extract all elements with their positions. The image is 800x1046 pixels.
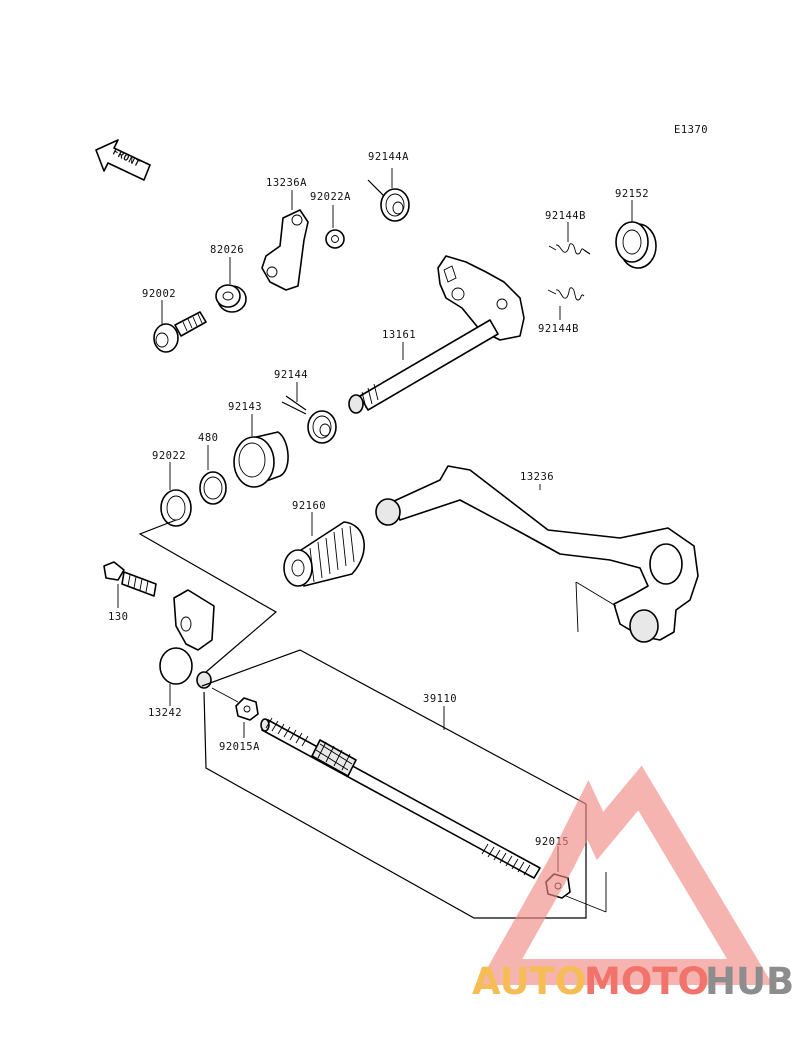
spring-92144B-bottom-icon <box>547 287 585 301</box>
front-arrow-icon: FRONT <box>95 139 151 181</box>
lever-13236A-icon <box>261 209 309 291</box>
rod-39110-icon <box>260 717 541 879</box>
label-92022: 92022 <box>152 450 186 462</box>
label-82026: 82026 <box>210 244 244 256</box>
collar-92143-icon <box>233 431 289 488</box>
label-92002: 92002 <box>142 288 176 300</box>
label-92144B-top: 92144B <box>545 210 586 222</box>
label-92143: 92143 <box>228 401 262 413</box>
spring-92144-icon <box>281 395 337 444</box>
rubber-92160-icon <box>283 521 365 587</box>
seal-92152-icon <box>615 221 657 269</box>
label-13161: 13161 <box>382 329 416 341</box>
label-13236A: 13236A <box>266 177 307 189</box>
automotohub-watermark-logo: AUTO MOTO HUB <box>472 765 794 1003</box>
bracket-line-bottom <box>203 691 587 919</box>
label-92144B-bottom: 92144B <box>538 323 579 335</box>
rod-end-13242-icon <box>159 589 215 689</box>
shift-pedal-13236-icon <box>375 465 699 643</box>
nut-92015A-icon <box>235 697 259 721</box>
bracket-line-left <box>138 519 278 673</box>
label-92152: 92152 <box>615 188 649 200</box>
spring-92144A-icon <box>367 179 410 222</box>
diagram-code: E1370 <box>674 124 708 136</box>
circlip-480-icon <box>199 471 227 505</box>
label-39110: 39110 <box>423 693 457 705</box>
bolt-92002-icon <box>153 311 207 353</box>
label-92144: 92144 <box>274 369 308 381</box>
collar-82026-icon <box>215 284 247 313</box>
label-13236: 13236 <box>520 471 554 483</box>
watermark-hub: HUB <box>705 960 794 1003</box>
label-480: 480 <box>198 432 218 444</box>
shift-shaft-13161-icon <box>348 255 525 414</box>
label-92015A: 92015A <box>219 741 260 753</box>
bracket-line-top <box>201 649 587 805</box>
washer-92022A-icon <box>325 229 345 249</box>
bolt-130-icon <box>103 561 157 597</box>
watermark-triangle <box>477 765 773 985</box>
watermark-moto: MOTO <box>584 960 709 1003</box>
label-92160: 92160 <box>292 500 326 512</box>
label-92144A: 92144A <box>368 151 409 163</box>
label-92022A: 92022A <box>310 191 351 203</box>
spring-92144B-top-icon <box>548 243 591 255</box>
watermark-auto: AUTO <box>472 960 586 1003</box>
label-130: 130 <box>108 611 128 623</box>
label-13242: 13242 <box>148 707 182 719</box>
